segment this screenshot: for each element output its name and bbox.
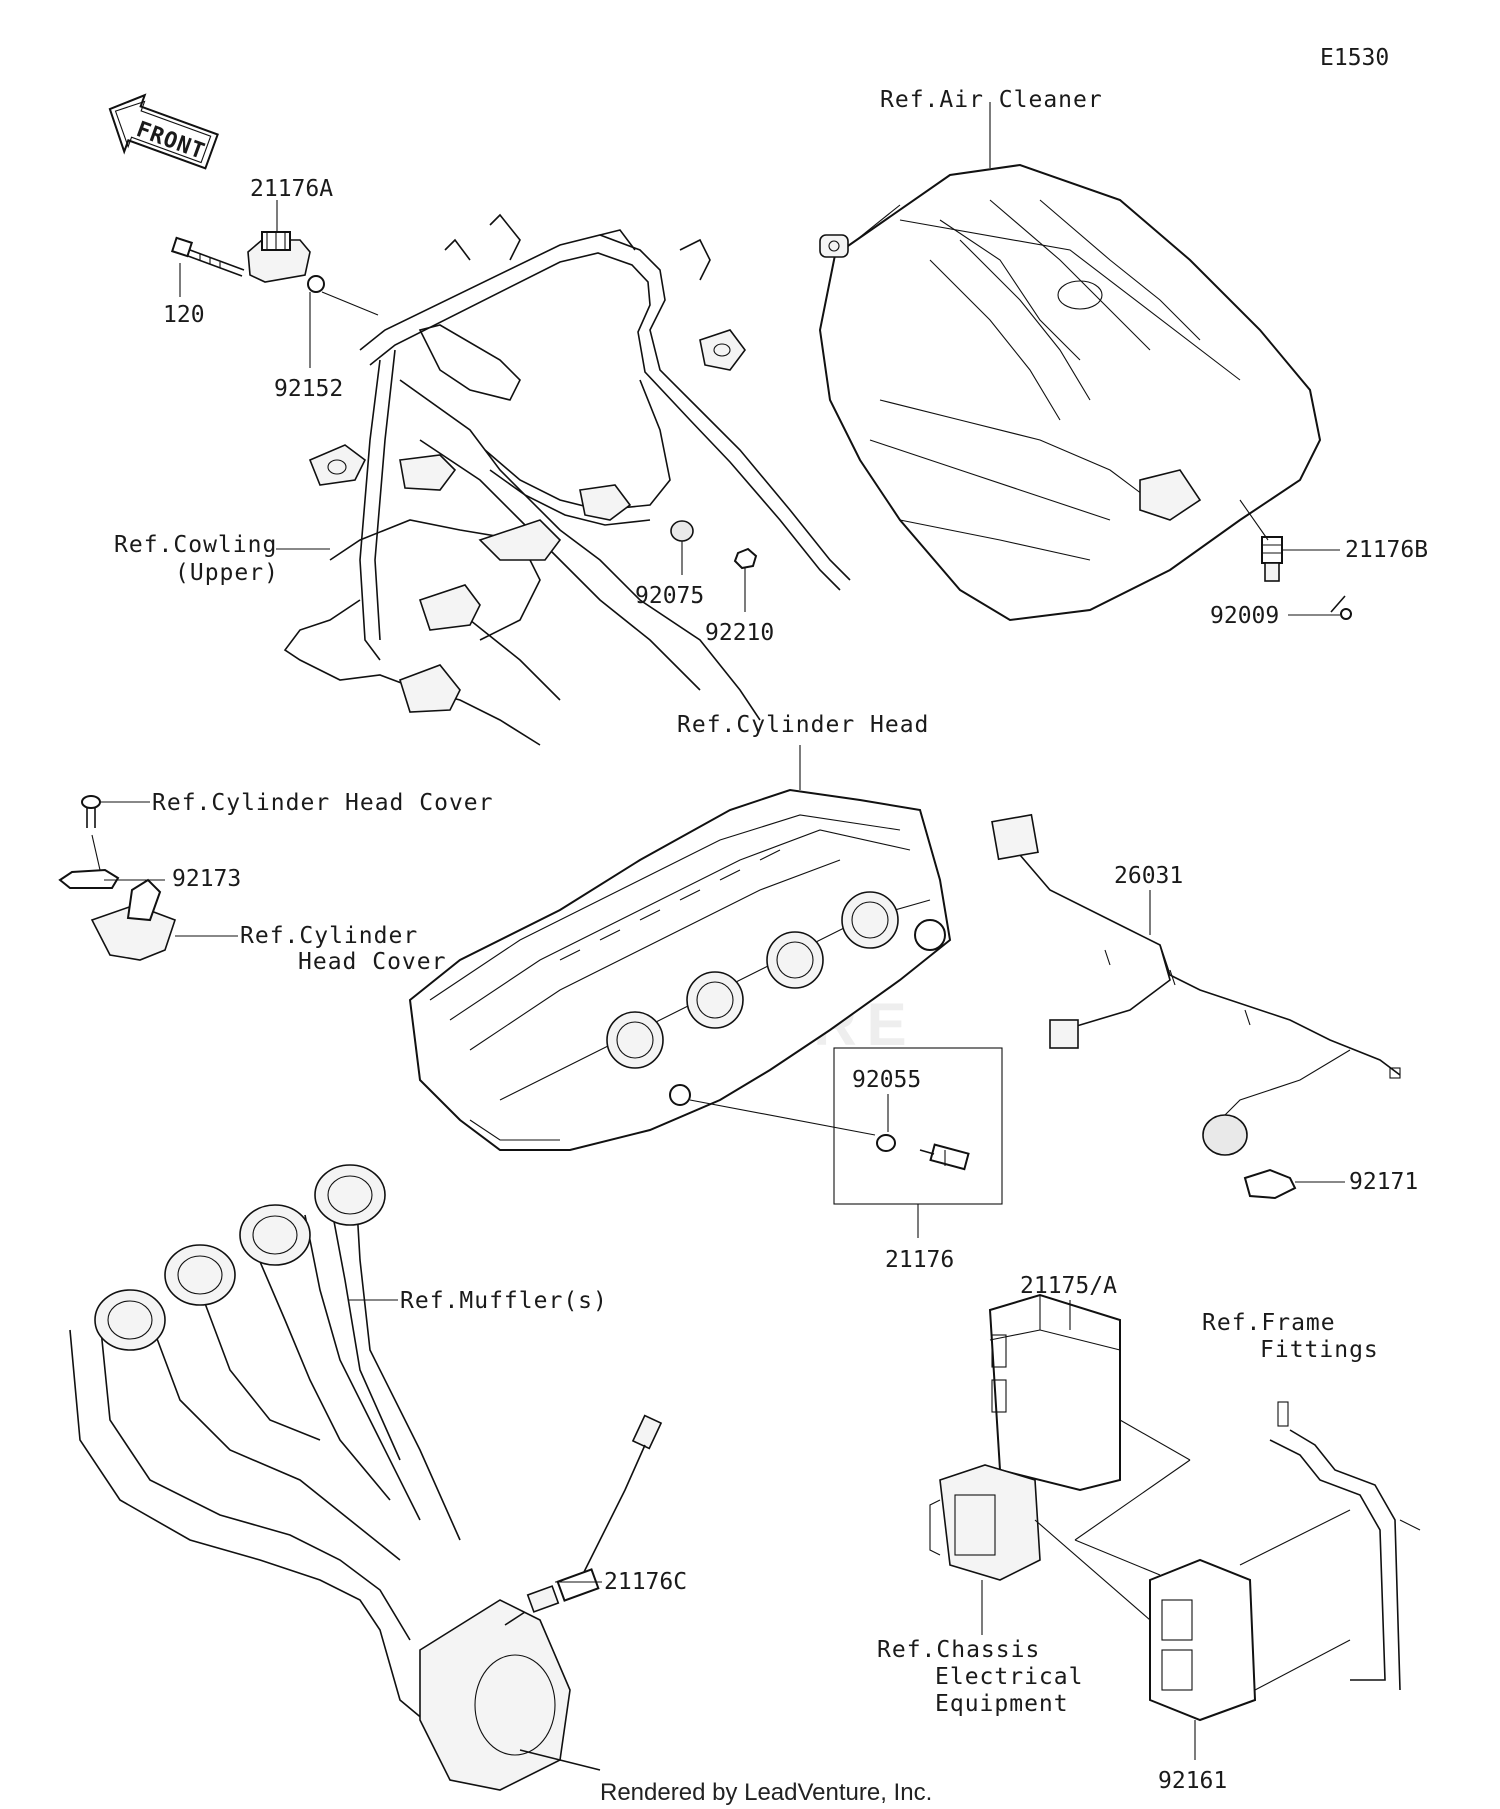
part-21176-sensor <box>919 1143 970 1171</box>
part-92055-oring <box>876 1134 896 1152</box>
label-21175A: 21175/A <box>1020 1273 1117 1299</box>
ref-cylinder-head-cover-line2: Head Cover <box>298 949 446 975</box>
part-120-bolt <box>170 236 245 277</box>
ref-cylinder-head-cover-top: Ref.Cylinder Head Cover <box>152 790 494 816</box>
label-21176B: 21176B <box>1345 537 1428 563</box>
part-92161-bracket <box>1149 1401 1421 1722</box>
label-92161: 92161 <box>1158 1768 1227 1794</box>
frame-illustration <box>283 213 851 746</box>
label-92152: 92152 <box>274 376 343 402</box>
label-92171: 92171 <box>1349 1169 1418 1195</box>
ref-chassis-line3: Equipment <box>935 1691 1069 1717</box>
diagram-code: E1530 <box>1320 45 1389 71</box>
cylinder-head-illustration <box>408 788 952 1151</box>
ref-frame-fittings-line1: Ref.Frame <box>1202 1310 1336 1336</box>
label-21176C: 21176C <box>604 1569 687 1595</box>
air-cleaner-illustration <box>818 163 1322 622</box>
part-92009-screw <box>1330 595 1352 620</box>
part-21176C-sensor <box>504 1414 663 1626</box>
part-92173-clamp <box>58 834 120 889</box>
label-21176: 21176 <box>885 1247 954 1273</box>
label-21176A: 21176A <box>250 176 333 202</box>
label-92009: 92009 <box>1210 603 1279 629</box>
label-26031: 26031 <box>1114 863 1183 889</box>
head-cover-cap <box>90 878 177 961</box>
ref-cylinder-head: Ref.Cylinder Head <box>677 712 929 738</box>
part-21175A-ecu <box>988 1293 1121 1492</box>
label-120: 120 <box>163 302 205 328</box>
footer-credit: Rendered by LeadVenture, Inc. <box>600 1779 932 1806</box>
part-26031-harness <box>991 813 1401 1156</box>
label-92173: 92173 <box>172 866 241 892</box>
muffler-illustration <box>69 1164 601 1791</box>
ref-cowling-line2: (Upper) <box>175 560 279 586</box>
part-92075 <box>670 520 694 542</box>
label-92210: 92210 <box>705 620 774 646</box>
ref-mufflers: Ref.Muffler(s) <box>400 1288 608 1314</box>
part-21176A-sensor <box>247 231 311 283</box>
ref-cylinder-head-cover-line1: Ref.Cylinder <box>240 923 418 949</box>
ref-frame-fittings-line2: Fittings <box>1260 1337 1379 1363</box>
ref-chassis-line1: Ref.Chassis <box>877 1637 1040 1663</box>
ref-air-cleaner: Ref.Air Cleaner <box>880 87 1103 113</box>
chassis-module <box>929 1464 1041 1581</box>
cover-bolt <box>81 795 101 828</box>
ref-cowling-line1: Ref.Cowling <box>114 532 277 558</box>
label-92075: 92075 <box>635 583 704 609</box>
part-92152-grommet <box>307 275 325 293</box>
part-92210-nut <box>733 547 758 570</box>
ref-chassis-line2: Electrical <box>935 1664 1083 1690</box>
label-92055: 92055 <box>852 1067 921 1093</box>
part-92171-clip <box>1243 1168 1297 1200</box>
front-arrow-icon <box>108 93 219 170</box>
part-21176B-sensor <box>1261 536 1283 582</box>
